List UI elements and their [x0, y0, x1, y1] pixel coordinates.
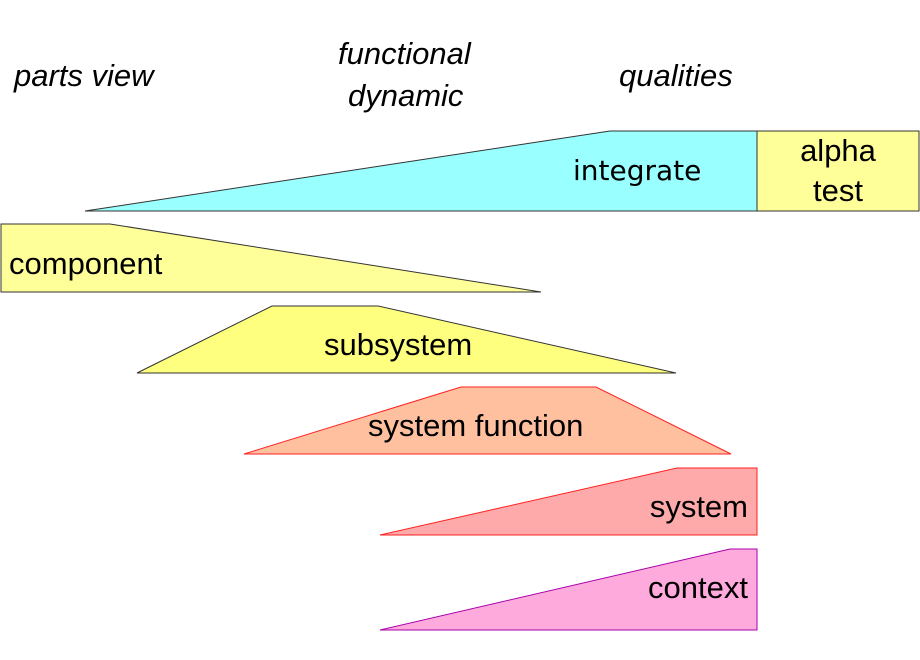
system-shape — [379, 467, 758, 536]
system-function-shape — [243, 386, 732, 455]
alpha-test-label-line1: alpha — [800, 133, 877, 168]
heading-qualities: qualities — [619, 58, 733, 93]
subsystem-shape — [136, 305, 677, 374]
context-label: context — [648, 570, 748, 605]
alpha-test-box — [756, 130, 920, 212]
heading-parts-view: parts view — [13, 58, 156, 93]
subsystem-label: subsystem — [324, 327, 472, 362]
component-shape — [0, 223, 542, 293]
component-label: component — [9, 246, 163, 281]
alpha-test-label-line2: test — [813, 173, 863, 208]
context-shape — [379, 548, 758, 631]
system-label: system — [650, 489, 748, 524]
heading-dynamic: dynamic — [348, 78, 464, 113]
integrate-label: integrate — [573, 154, 701, 187]
heading-functional: functional — [338, 36, 472, 71]
system-function-label: system function — [368, 408, 583, 443]
